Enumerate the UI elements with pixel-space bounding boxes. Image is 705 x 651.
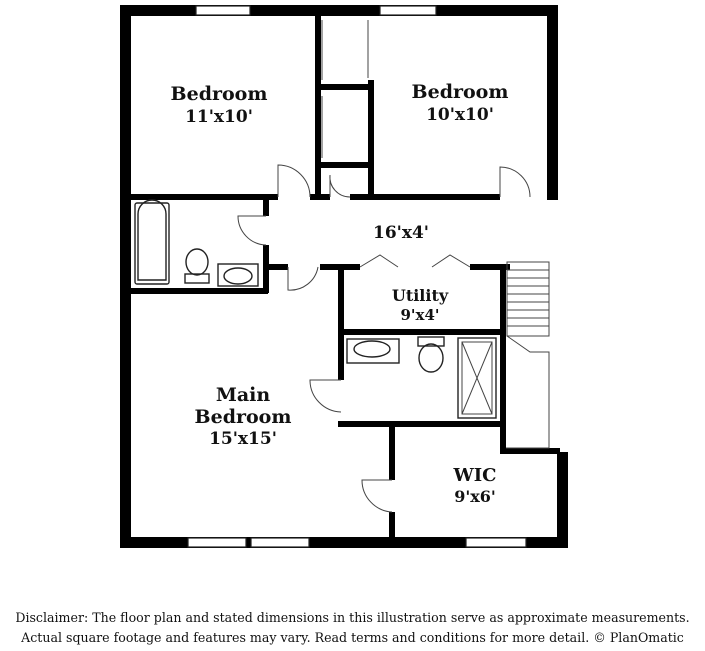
- utility-name: Utility: [392, 286, 449, 305]
- door-bedroom-left: [277, 164, 311, 198]
- bathtub: [134, 202, 170, 285]
- main-bath-toilet-bowl: [418, 343, 444, 373]
- window-bedroom-left: [195, 5, 251, 16]
- main-bath-toilet-tank: [417, 336, 445, 347]
- exterior-walls: [120, 5, 568, 548]
- door-main-bedroom: [287, 266, 319, 291]
- door-wic: [361, 479, 393, 513]
- bedroom-left-size: 11'x10': [185, 107, 253, 127]
- main-bedroom-size: 15'x15': [209, 429, 277, 449]
- disclaimer: Disclaimer: The floor plan and stated di…: [0, 608, 705, 648]
- main-bath-sink: [353, 340, 391, 358]
- door-bath: [237, 215, 267, 246]
- closet-doors: [321, 20, 369, 158]
- hall-size: 16'x4': [373, 223, 429, 243]
- bathroom-fixtures: [134, 199, 497, 419]
- bath-sink: [223, 267, 253, 285]
- window-wic: [465, 537, 527, 548]
- disclaimer-line-2: Actual square footage and features may v…: [21, 630, 684, 645]
- bedroom-right-size: 10'x10': [426, 105, 494, 125]
- wic-name: WIC: [453, 465, 497, 486]
- main-bedroom-name-line1: Main: [216, 384, 271, 406]
- stairs: [506, 261, 550, 449]
- wic-size: 9'x6': [454, 487, 496, 506]
- utility-size: 9'x4': [400, 306, 439, 324]
- interior-walls: [130, 12, 560, 542]
- door-bedroom-right: [499, 166, 531, 198]
- bath-vanity: [217, 263, 259, 287]
- floor-plan: Bedroom 11'x10' Bedroom 10'x10' 16'x4' U…: [120, 5, 568, 548]
- windows: [187, 5, 527, 548]
- window-bedroom-right: [379, 5, 437, 16]
- bedroom-left-name: Bedroom: [171, 83, 268, 105]
- door-main-bath: [309, 379, 342, 413]
- toilet-tank: [184, 273, 210, 284]
- toilet-bowl: [185, 248, 209, 276]
- door-closet: [329, 174, 351, 198]
- disclaimer-line-1: Disclaimer: The floor plan and stated di…: [15, 610, 690, 625]
- doors: [237, 164, 531, 513]
- window-main-2: [250, 537, 310, 548]
- bedroom-right-name: Bedroom: [412, 81, 509, 103]
- main-bath-vanity: [346, 338, 400, 364]
- door-utility-left: [359, 254, 399, 268]
- main-bedroom-name-line2: Bedroom: [195, 406, 292, 428]
- window-main-1: [187, 537, 247, 548]
- door-utility-right: [431, 254, 471, 268]
- shower: [457, 337, 497, 419]
